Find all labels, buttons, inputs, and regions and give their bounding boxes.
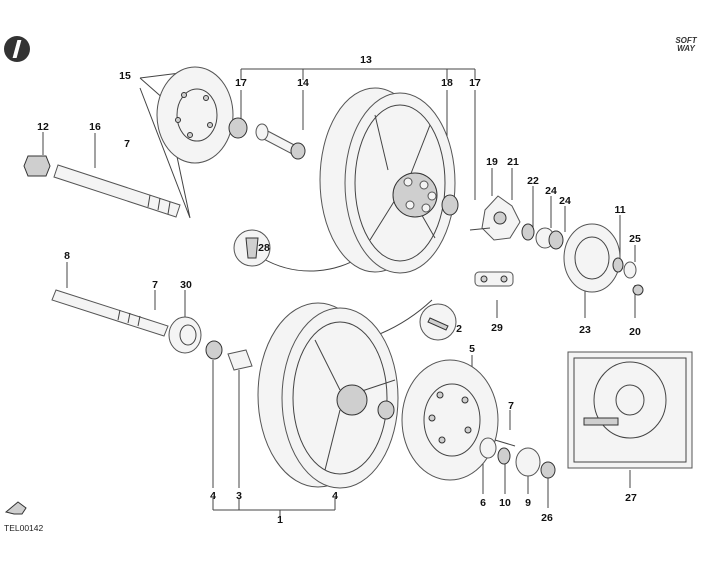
rear-brake-disc [156,66,234,164]
callout-3: 3 [236,490,242,502]
drawing-code: TEL00142 [4,523,44,533]
callout-17-right: 17 [469,77,481,89]
callout-25: 25 [629,233,641,245]
callout-11: 11 [614,204,626,216]
callout-28: 28 [258,242,270,254]
callout-7-front: 7 [152,279,158,291]
callout-18: 18 [441,77,453,89]
callout-4-front-right: 4 [332,490,338,502]
callout-27: 27 [625,492,637,504]
drive-chain-link [474,271,514,287]
rear-axle [23,155,181,218]
front-axle [51,289,169,337]
rear-sprocket [563,223,644,296]
brand-logo: SOFT WAY [675,36,697,53]
callout-22: 22 [527,175,539,187]
callout-24-lower: 24 [559,195,571,207]
callout-6: 6 [480,497,486,509]
callout-23: 23 [579,324,591,336]
callout-4-front-left: 4 [210,490,216,502]
callout-26: 26 [541,512,553,524]
corner-tool-icon [4,501,27,515]
callout-21: 21 [507,156,519,168]
callout-7-rear: 7 [124,138,130,150]
callout-9: 9 [525,497,531,509]
callout-17-left: 17 [235,77,247,89]
callout-1: 1 [277,514,283,526]
valve-bubble-2 [419,303,457,341]
callout-8: 8 [64,250,70,262]
front-wheel-rim [257,302,399,489]
callout-15: 15 [119,70,131,82]
callout-30: 30 [180,279,192,291]
callout-7-disc: 7 [508,400,514,412]
callout-2: 2 [456,323,462,335]
info-badge-icon [4,36,30,62]
callout-19: 19 [486,156,498,168]
front-spacers [168,316,253,371]
template-sheet-27 [567,351,693,469]
callout-16: 16 [89,121,101,133]
front-hub-parts [479,437,556,479]
callout-20: 20 [629,326,641,338]
callout-12: 12 [37,121,49,133]
callout-14: 14 [297,77,309,89]
rear-wheel-rim [319,87,456,274]
callout-10: 10 [499,497,511,509]
valve-bubble-28 [233,229,271,267]
callout-13: 13 [360,54,372,66]
rear-spacer-parts [228,117,306,160]
callout-29: 29 [491,322,503,334]
rear-sprocket-carrier [441,194,564,250]
callout-5: 5 [469,343,475,355]
callout-24-upper: 24 [545,185,557,197]
front-brake-disc [401,359,499,481]
